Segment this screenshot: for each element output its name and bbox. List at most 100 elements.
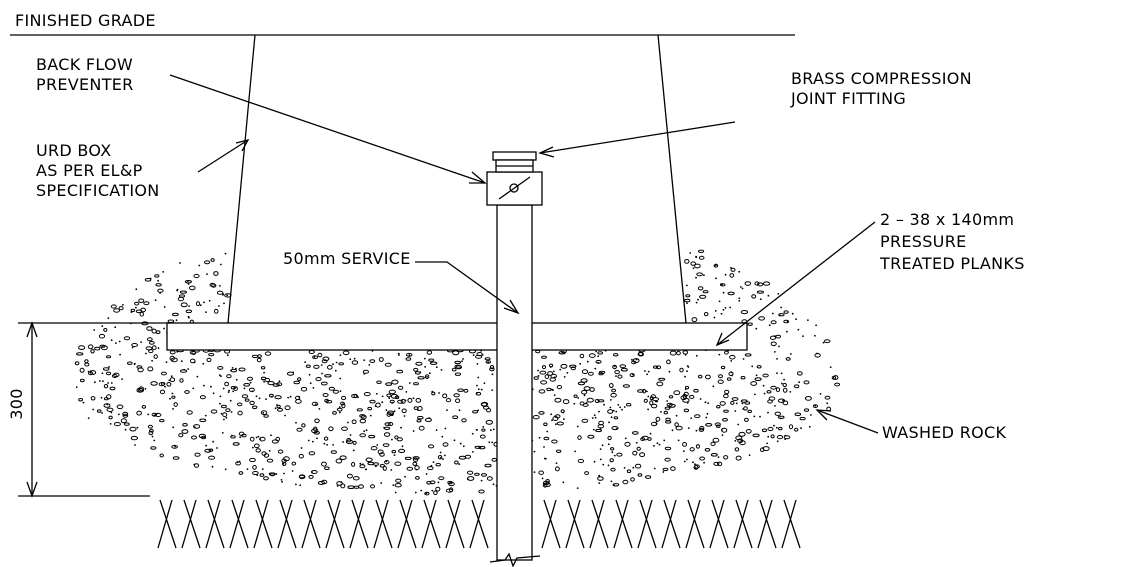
rock-particle [537,375,540,377]
rock-particle [489,367,495,372]
rock-particle [716,424,721,428]
rock-particle [539,370,547,375]
rock-particle [533,450,536,453]
rock-particle [182,423,188,427]
rock-particle [607,443,610,446]
rock-particle [589,387,595,392]
rock-particle [431,391,436,396]
rock-particle [389,399,395,404]
rock-particle [637,389,644,393]
label-planks-line3: TREATED PLANKS [880,254,1025,273]
rock-particle [226,294,229,297]
rock-particle [735,435,743,441]
rock-particle [563,418,565,421]
rock-particle [549,366,552,368]
rock-particle [274,407,277,410]
rock-particle [555,423,557,426]
rock-particle [405,352,413,357]
rock-particle [377,449,384,455]
rock-particle [615,410,618,413]
rock-particle [675,425,683,431]
rock-particle [230,368,238,373]
rock-particle [413,367,419,372]
soil-hatch-line [589,499,605,549]
rock-particle [292,371,294,374]
rock-particle [594,367,597,370]
rock-particle [798,381,800,384]
rock-particle [263,453,270,458]
rock-particle [647,395,650,398]
rock-particle [620,367,628,372]
rock-particle [586,360,589,363]
rock-particle [778,426,783,431]
rock-particle [87,417,90,419]
rock-particle [454,360,462,365]
rock-particle [574,450,576,453]
rock-particle [435,366,438,369]
rock-particle [577,397,580,399]
leader-service [415,261,519,314]
rock-particle [299,484,302,487]
rock-particle [145,346,153,351]
rock-particle [759,298,762,301]
rock-particle [462,445,465,448]
rock-particle [452,415,459,420]
rock-particle [543,436,550,441]
rock-particle [631,358,633,361]
rock-particle [340,481,343,483]
rock-particle [252,446,254,449]
rock-particle [323,436,329,441]
rock-particle [347,421,349,424]
rock-particle [612,409,615,412]
rock-particle [484,463,492,468]
rock-particle [339,354,342,356]
rock-particle [694,463,696,466]
rock-particle [742,408,745,410]
rock-particle [652,397,659,402]
rock-particle [324,398,329,403]
rock-particle [216,290,224,295]
rock-particle [175,319,178,322]
rock-particle [213,271,219,276]
rock-particle [339,377,342,380]
rock-particle [744,281,752,286]
rock-particle [202,362,205,365]
rock-particle [730,360,733,362]
rock-particle [159,453,164,458]
rock-particle [247,376,253,381]
rock-particle [316,437,318,440]
rock-particle [491,441,494,444]
rock-particle [720,365,726,370]
soil-hatch-line [685,499,701,549]
rock-particle [312,440,314,443]
rock-particle [171,444,178,449]
rock-particle [646,390,648,393]
rock-particle [459,442,462,445]
rock-particle [386,412,392,417]
rock-particle [566,372,569,374]
rock-particle [278,380,281,383]
rock-particle [111,374,118,378]
soil-hatch-line [541,499,557,549]
rock-particle [152,345,157,351]
rock-particle [123,336,131,341]
soil-hatch-line [615,499,633,549]
rock-particle [738,270,741,273]
rock-particle [206,273,208,275]
rock-particle [750,381,758,386]
leader-brass-arrow [538,146,555,158]
rock-particle [694,263,701,269]
rock-particle [486,476,493,481]
rock-particle [340,401,345,406]
rock-particle [769,335,777,340]
rock-particle [613,416,619,420]
rock-particle [314,418,320,424]
soil-hatch-line [711,499,729,549]
rock-particle [454,460,459,465]
leader-back-flow [169,74,486,184]
rock-particle [487,361,490,364]
rock-particle [115,342,117,344]
rock-particle [238,471,244,475]
rock-particle [538,411,545,415]
